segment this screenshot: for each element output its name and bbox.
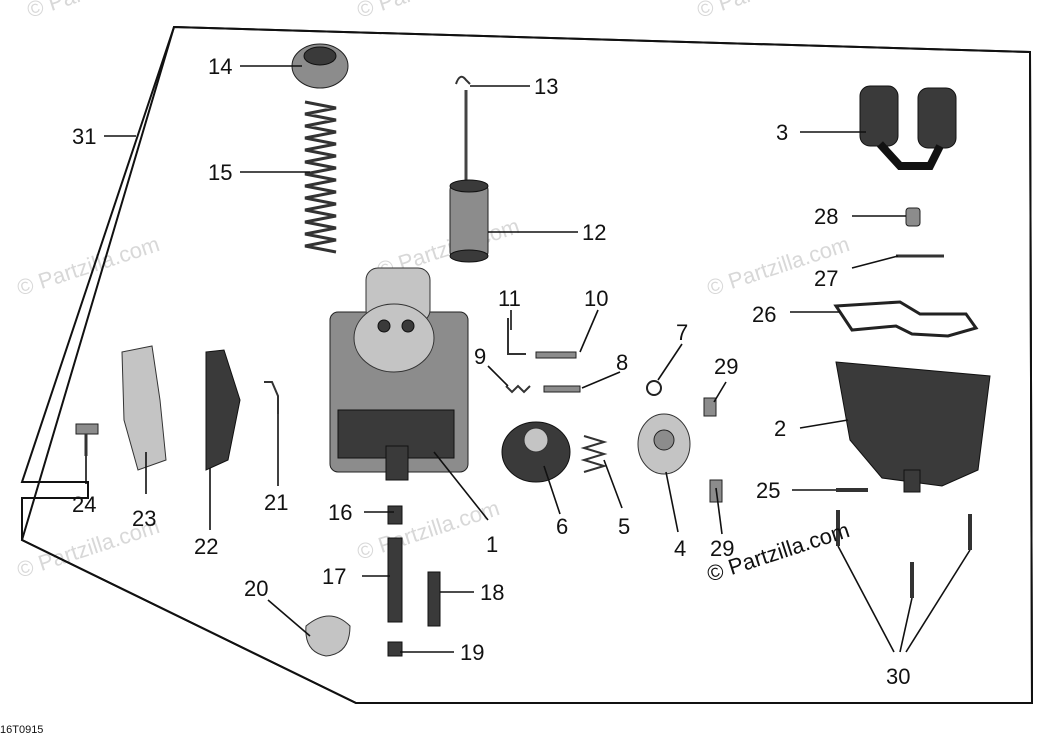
callout-28: 28 [814,204,838,229]
part-11-spring [507,318,526,355]
watermark-faint: © Partzilla.com [694,0,843,23]
part-5-spring [580,435,608,473]
part-21-spring [264,381,279,414]
callout-18: 18 [480,580,504,605]
callout-19: 19 [460,640,484,665]
callout-22: 22 [194,534,218,559]
callout-11: 11 [498,286,521,311]
callout-2: 2 [774,416,786,441]
part-2-float-bowl [835,361,991,493]
watermark-faint: © Partzilla.com [24,0,173,23]
part-13-needle-clip [455,75,471,180]
part-17-needle-jet [387,537,403,623]
callout-17: 17 [322,564,346,589]
part-24-bolt [75,423,99,456]
part-8-screw [543,385,581,393]
part-23-bracket [121,345,167,471]
callout-14: 14 [208,54,232,79]
callout-29-lower: 29 [710,536,734,561]
callout-labels: 14 15 31 13 12 3 28 27 26 2 25 11 10 9 8… [72,54,910,689]
part-30-screws [836,510,972,598]
callout-5: 5 [618,514,630,539]
callout-30: 30 [886,664,910,689]
part-22-lever [205,349,241,471]
watermark-faint: © Partzilla.com [354,0,503,23]
callout-29-upper: 29 [714,354,738,379]
callout-6: 6 [556,514,568,539]
callout-26: 26 [752,302,776,327]
part-7-o-ring [646,380,662,396]
part-16-jet [387,505,403,525]
part-1-carburetor-body [329,267,469,481]
callout-20: 20 [244,576,268,601]
part-6-diaphragm [501,421,571,483]
part-29-screw-upper [703,397,717,417]
figure-code: 16T0915 [0,724,43,736]
callout-25: 25 [756,478,780,503]
callout-15: 15 [208,160,232,185]
callout-24: 24 [72,492,96,517]
callout-13: 13 [534,74,558,99]
part-10-screw [535,351,577,359]
part-12-throttle-valve [449,179,489,263]
callout-23: 23 [132,506,156,531]
part-4-cover [637,413,691,475]
part-20-float [305,615,351,657]
callout-27: 27 [814,266,838,291]
watermark-faint: © Partzilla.com [354,495,503,565]
background-watermarks: © Partzilla.com © Partzilla.com © Partzi… [14,0,853,583]
callout-21: 21 [264,490,288,515]
callout-16: 16 [328,500,352,525]
callout-8: 8 [616,350,628,375]
callout-1: 1 [486,532,498,557]
callout-3: 3 [776,120,788,145]
assembly-outline-shape [20,25,1034,704]
part-15-spring [304,100,337,254]
part-26-gasket [833,300,979,338]
part-3-hose-fitting [859,85,957,170]
callout-31: 31 [72,124,96,149]
callout-10: 10 [584,286,608,311]
leader-lines [85,65,971,653]
callout-12: 12 [582,220,606,245]
part-9-spring [505,384,531,394]
callout-4: 4 [674,536,686,561]
callout-9: 9 [474,344,486,369]
part-18-screw [427,571,441,627]
watermark-faint: © Partzilla.com [14,231,163,301]
part-19-jet [387,641,403,657]
part-28-screw [905,207,921,227]
callout-7: 7 [676,320,688,345]
